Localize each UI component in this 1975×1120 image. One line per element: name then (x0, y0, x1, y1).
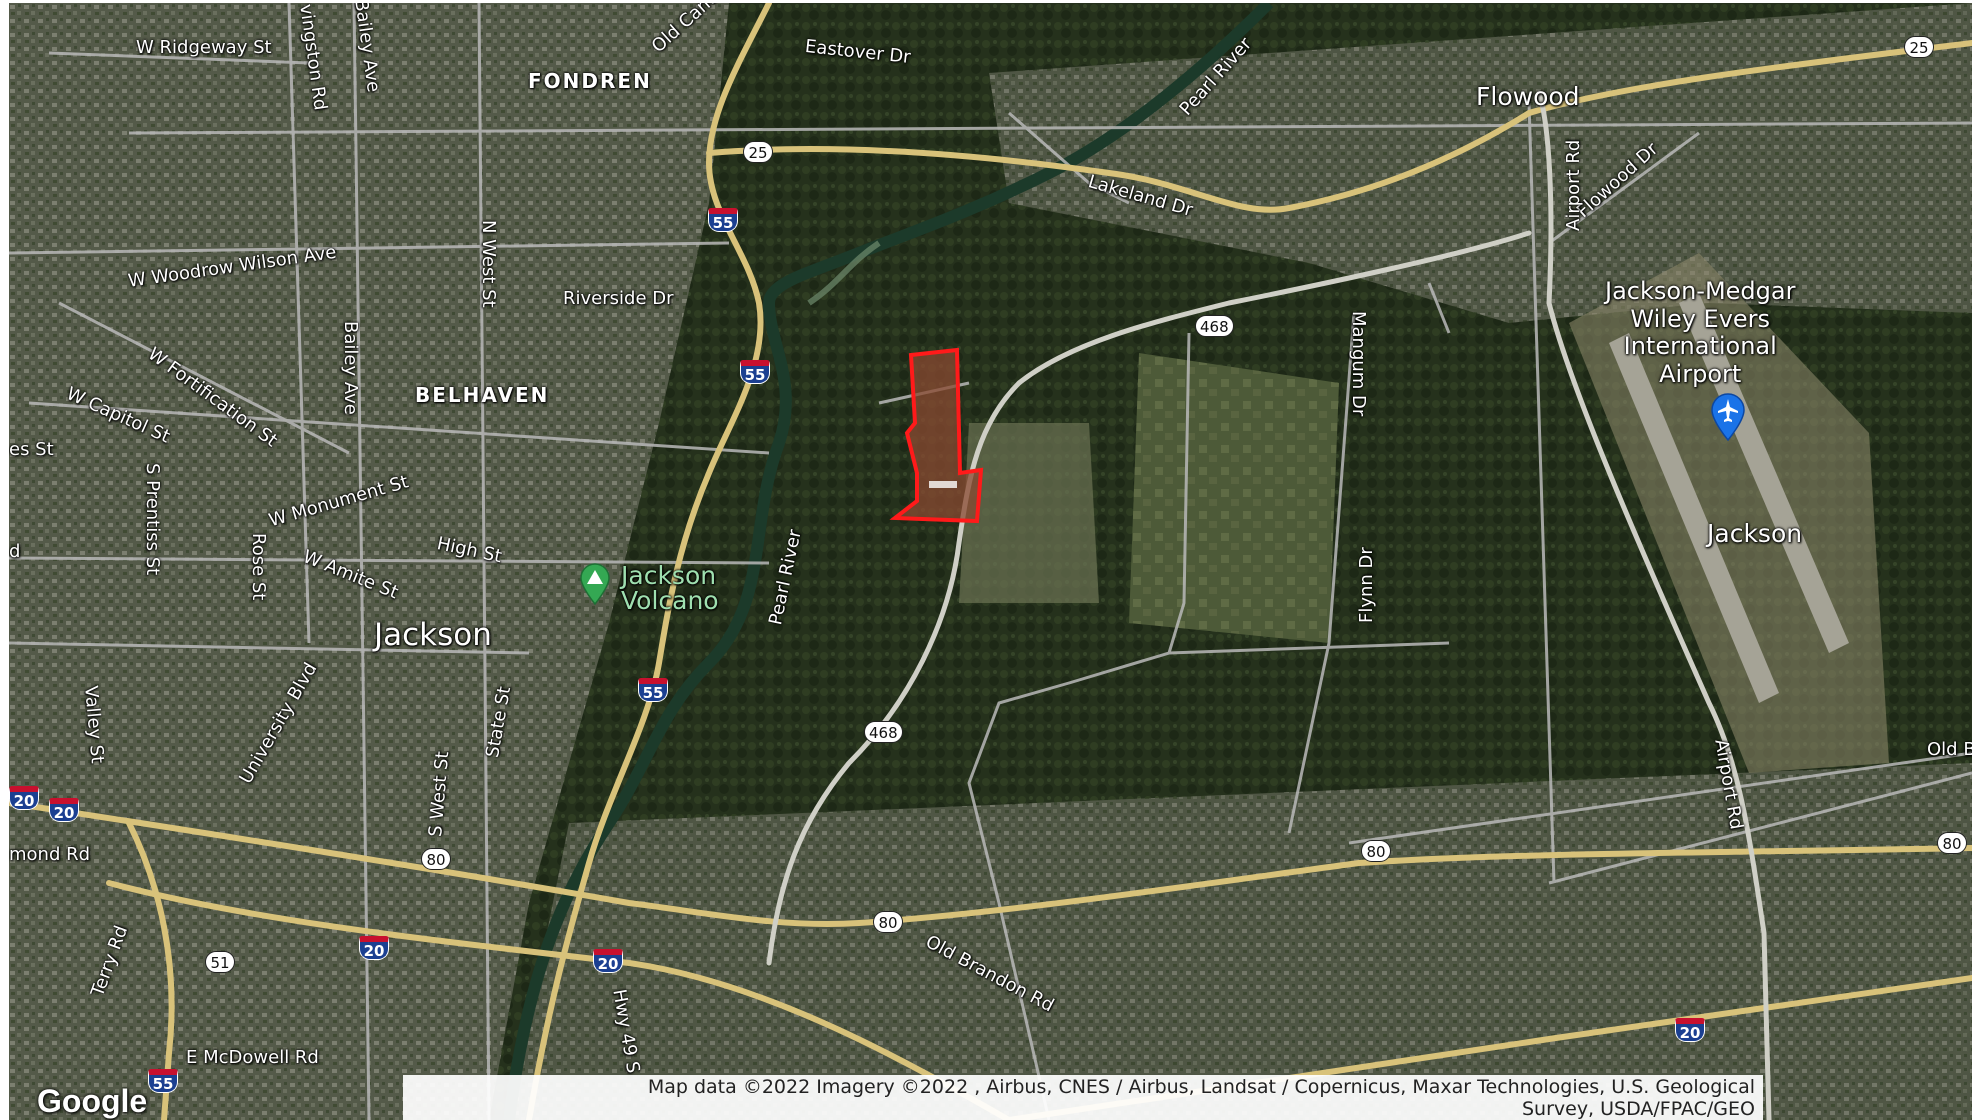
shield-25-east: 25 (1904, 36, 1934, 58)
street-flynn: Flynn Dr (1356, 547, 1377, 623)
interstate-20-center-icon: 20 (593, 949, 623, 973)
label-airport[interactable]: Jackson-Medgar Wiley Evers International… (1605, 277, 1796, 388)
shield-80-edge: 80 (1937, 832, 1967, 854)
street-bailey-mid: Bailey Ave (340, 321, 361, 415)
label-belhaven: BELHAVEN (415, 383, 550, 407)
label-flowood: Flowood (1476, 82, 1580, 111)
shield-468-south: 468 (864, 721, 903, 743)
satellite-map[interactable]: FONDREN BELHAVEN Jackson Flowood Jackson… (9, 3, 1972, 1120)
shield-80-mid: 80 (873, 911, 903, 933)
label-jackson-volcano[interactable]: Jackson Volcano (621, 563, 719, 613)
label-jackson-airport-area: Jackson (1707, 519, 1803, 548)
volcano-line-2: Volcano (621, 586, 719, 615)
street-rose: Rose St (248, 533, 269, 601)
street-n-west: N West St (478, 220, 499, 308)
volcano-line-1: Jackson (621, 561, 717, 590)
google-logo[interactable]: Google (37, 1083, 148, 1119)
shield-25-west: 25 (743, 141, 773, 163)
interstate-55-north-icon: 55 (708, 208, 738, 232)
street-mangum: Mangum Dr (1348, 311, 1369, 417)
interstate-55-bottom-icon: 55 (148, 1069, 178, 1093)
interstate-20-edge-icon: 20 (9, 786, 39, 810)
street-e-mcdowell: E McDowell Rd (186, 1047, 319, 1068)
attribution-line-1: Map data ©2022 Imagery ©2022 , Airbus, C… (647, 1076, 1755, 1098)
map-imagery (9, 3, 1972, 1120)
interstate-20-east-icon: 20 (1675, 1018, 1705, 1042)
shield-80-east: 80 (1361, 840, 1391, 862)
shield-51: 51 (205, 951, 235, 973)
street-d-left: d (9, 541, 21, 562)
attribution-line-2: Survey, USDA/FPAC/GEO (1521, 1098, 1755, 1120)
interstate-20-west-icon: 20 (49, 798, 79, 822)
street-es-st: es St (9, 439, 54, 460)
street-old-br: Old Br (1927, 739, 1972, 760)
airport-pin-icon[interactable] (1710, 393, 1746, 445)
interstate-55-south-icon: 55 (638, 678, 668, 702)
label-fondren: FONDREN (528, 69, 652, 93)
interstate-55-mid-icon: 55 (740, 360, 770, 384)
street-riverside: Riverside Dr (563, 288, 674, 309)
map-attribution[interactable]: Map data ©2022 Imagery ©2022 , Airbus, C… (403, 1075, 1763, 1120)
airport-line-4: Airport (1659, 359, 1742, 388)
interstate-20-mid-icon: 20 (359, 936, 389, 960)
street-s-prentiss: S Prentiss St (142, 463, 163, 576)
street-airport-rd-top: Airport Rd (1563, 139, 1584, 231)
airport-line-1: Jackson-Medgar (1605, 277, 1796, 305)
street-mond-rd: mond Rd (9, 844, 91, 865)
airport-line-3: International (1623, 332, 1777, 361)
shield-80-west: 80 (421, 848, 451, 870)
shield-468-north: 468 (1195, 315, 1234, 337)
airport-line-2: Wiley Evers (1630, 304, 1771, 333)
street-w-ridgeway: W Ridgeway St (136, 37, 272, 58)
label-jackson-city: Jackson (374, 617, 492, 653)
park-pin-icon[interactable] (579, 563, 611, 609)
parcel-boundary[interactable] (889, 347, 984, 524)
